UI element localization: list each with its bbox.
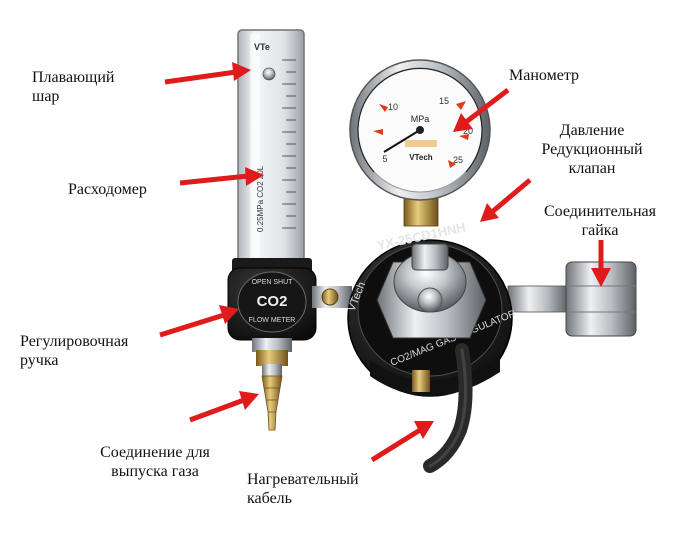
gauge-tick-25: 25 (453, 155, 463, 165)
label-manometer: Манометр (509, 67, 579, 84)
heating-cable (423, 343, 473, 473)
label-adjusting-knob: Регулировочная ручка (20, 333, 129, 369)
label-connecting-nut: Соединительная гайка (544, 203, 656, 239)
gauge-brand: VTech (409, 153, 433, 162)
arrow-heating-cable (370, 421, 434, 463)
connecting-nut (507, 261, 637, 337)
gauge-tick-5: 5 (382, 154, 387, 164)
arrow-connecting-nut (591, 240, 611, 287)
gauge-tick-20: 20 (463, 126, 473, 136)
tube-scale-text: 0.25MPa CO2 20L (256, 165, 265, 232)
label-flowmeter: Расходомер (68, 181, 147, 198)
arrow-pressure-valve (480, 178, 532, 222)
label-gas-outlet: Соединение для выпуска газа (100, 444, 210, 480)
floating-ball (262, 67, 276, 81)
gauge-needle (383, 129, 421, 153)
label-floating-ball: Плавающий шар (32, 69, 115, 105)
gauge-tick-10: 10 (388, 102, 398, 112)
annotation-arrows (159, 62, 611, 463)
gauge-unit: MPa (411, 114, 430, 124)
arrow-floating-ball (164, 62, 251, 85)
knob-gas-text: CO2 (257, 293, 288, 310)
side-coupling (312, 286, 352, 308)
regulator-body: YX-25CD1HNH VTech CO2/MAG GAS REGULATOR (346, 219, 517, 397)
knob-bottom-text: FLOW METER (249, 317, 296, 324)
gas-outlet-barb (261, 364, 283, 431)
manometer: 5 10 15 20 25 MPa VTech (349, 59, 491, 227)
knob-top-text: OPEN SHUT (252, 279, 294, 286)
arrow-manometer (453, 88, 510, 132)
gauge-tick-15: 15 (439, 96, 449, 106)
label-heating-cable: Нагревательный кабель (247, 471, 359, 507)
arrow-flowmeter (179, 167, 264, 186)
arrow-adjusting-knob (159, 305, 239, 338)
flowmeter-tube: VTe 0.25MPa CO2 20L (237, 29, 305, 265)
flowmeter-knob: OPEN SHUT CO2 FLOW METER (227, 258, 317, 366)
arrow-gas-outlet (189, 391, 259, 423)
tube-brand-text: VTe (254, 42, 270, 52)
label-pressure-valve: Давление Редукционный клапан (541, 122, 643, 177)
